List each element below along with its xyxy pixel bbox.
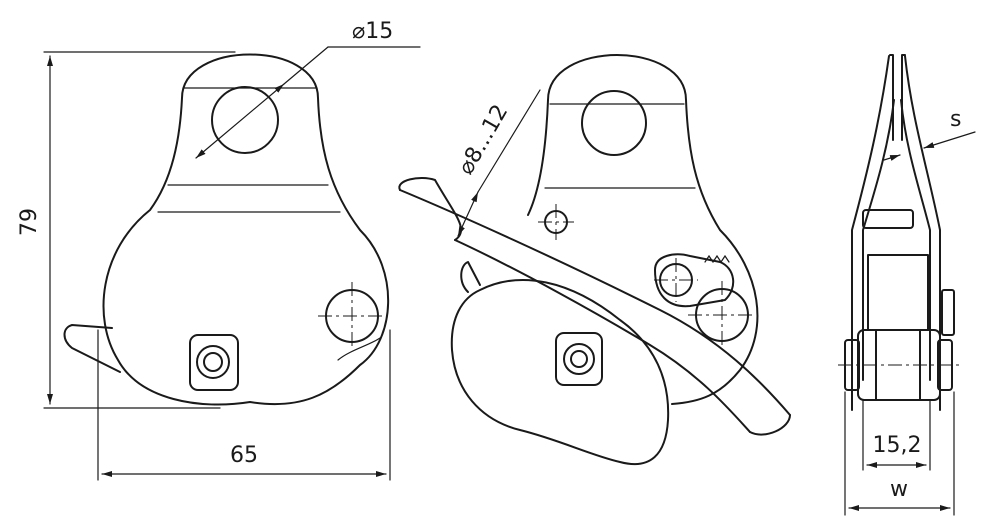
side-cam-block <box>867 254 929 331</box>
working-bolt-core <box>570 350 588 368</box>
front-bolt-ring <box>196 345 230 379</box>
rope-cut-end <box>398 177 462 241</box>
side-lever-stub <box>941 289 955 336</box>
working-cam-outline <box>450 279 670 466</box>
side-top-prongs <box>889 54 906 141</box>
side-view: s 15,2 w <box>838 54 976 516</box>
rope-diameter-leader <box>457 191 479 237</box>
rope-diameter-leader-ext <box>477 89 541 193</box>
side-left-plate-outer <box>851 55 890 381</box>
working-adjust-slot <box>654 253 735 308</box>
front-bolt-head <box>189 334 239 391</box>
rope-range-label: ⌀8...12 <box>454 100 514 179</box>
side-slot <box>862 209 914 229</box>
front-lever-tab <box>63 324 121 373</box>
height-label: 79 <box>17 208 42 236</box>
working-slot-teeth <box>704 254 730 264</box>
working-bolt-ring <box>563 343 595 375</box>
side-right-plate-outer <box>904 55 941 381</box>
inner-width-label: 15,2 <box>873 433 922 458</box>
thickness-arrow-right <box>923 131 976 149</box>
overall-width-label: w <box>890 477 908 502</box>
working-bolt-head <box>555 332 603 386</box>
hole-diameter-leader-ext <box>283 46 329 85</box>
front-view: 79 65 ⌀15 <box>17 19 421 481</box>
working-view: ⌀8...12 <box>398 54 791 466</box>
front-cam-edge <box>337 337 381 361</box>
thickness-label: s <box>950 107 961 132</box>
front-body-outline <box>102 53 390 406</box>
thickness-arrow-left <box>883 154 901 161</box>
hole-diameter-label: ⌀15 <box>352 19 393 44</box>
working-body-outline <box>547 54 759 405</box>
front-bolt-core <box>203 352 223 372</box>
working-cam-tab <box>460 261 481 293</box>
side-right-plate-inner <box>900 99 931 381</box>
side-left-plate-inner <box>862 99 895 381</box>
width-label: 65 <box>230 443 258 468</box>
working-attachment-hole <box>581 90 647 156</box>
working-body-left-edge <box>527 99 549 216</box>
rope-far-end <box>749 414 791 436</box>
hole-diameter-leader <box>195 83 285 159</box>
